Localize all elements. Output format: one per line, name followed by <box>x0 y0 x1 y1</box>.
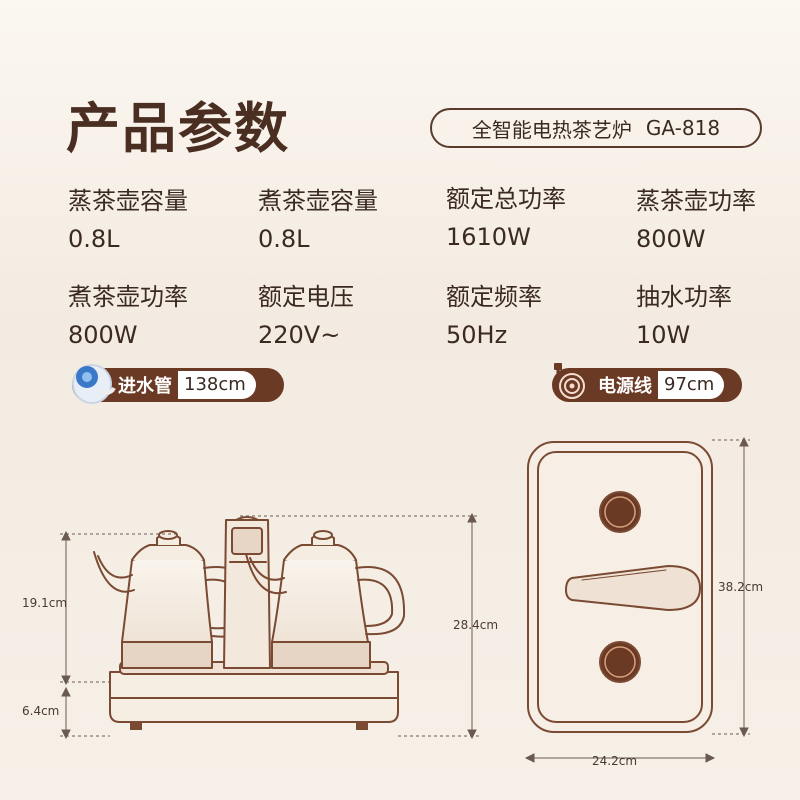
spec-item: 额定电压 220V~ <box>258 282 354 350</box>
water-pipe-icon <box>72 364 116 404</box>
power-cord-length: 97cm <box>658 371 725 399</box>
model-badge: 全智能电热茶艺炉 GA-818 <box>430 108 762 148</box>
spec-item: 蒸茶壶功率 800W <box>636 186 756 254</box>
spec-value: 800W <box>68 321 138 349</box>
spec-label: 蒸茶壶功率 <box>636 187 756 215</box>
spec-value: 220V~ <box>258 321 341 349</box>
spec-item: 蒸茶壶容量 0.8L <box>68 186 188 254</box>
spec-label: 额定电压 <box>258 283 354 311</box>
model-code: GA-818 <box>645 116 721 140</box>
water-pipe-tag: 进水管 138cm <box>72 364 284 404</box>
spec-label: 抽水功率 <box>636 283 732 311</box>
power-cord-label: 电源线 <box>598 376 652 397</box>
page-title: 产品参数 <box>66 97 290 160</box>
dimension-lines <box>60 436 750 763</box>
spec-item: 煮茶壶容量 0.8L <box>258 186 378 254</box>
top-width-label: 24.2cm <box>592 754 638 768</box>
base-height-label: 6.4cm <box>22 704 60 718</box>
spec-value: 1610W <box>446 223 531 251</box>
spec-label: 煮茶壶容量 <box>258 187 378 215</box>
front-view <box>93 516 406 730</box>
water-pipe-length: 138cm <box>178 371 256 399</box>
spec-value: 0.8L <box>258 225 310 253</box>
top-view <box>527 441 713 733</box>
model-name: 全智能电热茶艺炉 <box>471 117 632 142</box>
power-cord-tag: 电源线 97cm <box>552 363 742 402</box>
spec-value: 800W <box>636 225 706 253</box>
spec-item: 额定总功率 1610W <box>446 184 566 252</box>
spec-label: 蒸茶壶容量 <box>68 187 188 215</box>
power-cord-icon <box>554 363 588 402</box>
total-height-label: 28.4cm <box>453 618 499 632</box>
spec-item: 煮茶壶功率 800W <box>68 282 188 350</box>
spec-item: 抽水功率 10W <box>636 282 732 350</box>
top-depth-label: 38.2cm <box>718 580 764 594</box>
spec-value: 10W <box>636 321 691 349</box>
spec-item: 额定频率 50Hz <box>446 282 542 350</box>
spec-label: 额定频率 <box>446 283 542 311</box>
water-pipe-label: 进水管 <box>118 376 172 397</box>
kettle-height-label: 19.1cm <box>22 596 68 610</box>
spec-value: 50Hz <box>446 321 508 349</box>
spec-value: 0.8L <box>68 225 120 253</box>
spec-label: 额定总功率 <box>446 185 566 213</box>
spec-label: 煮茶壶功率 <box>68 283 188 311</box>
